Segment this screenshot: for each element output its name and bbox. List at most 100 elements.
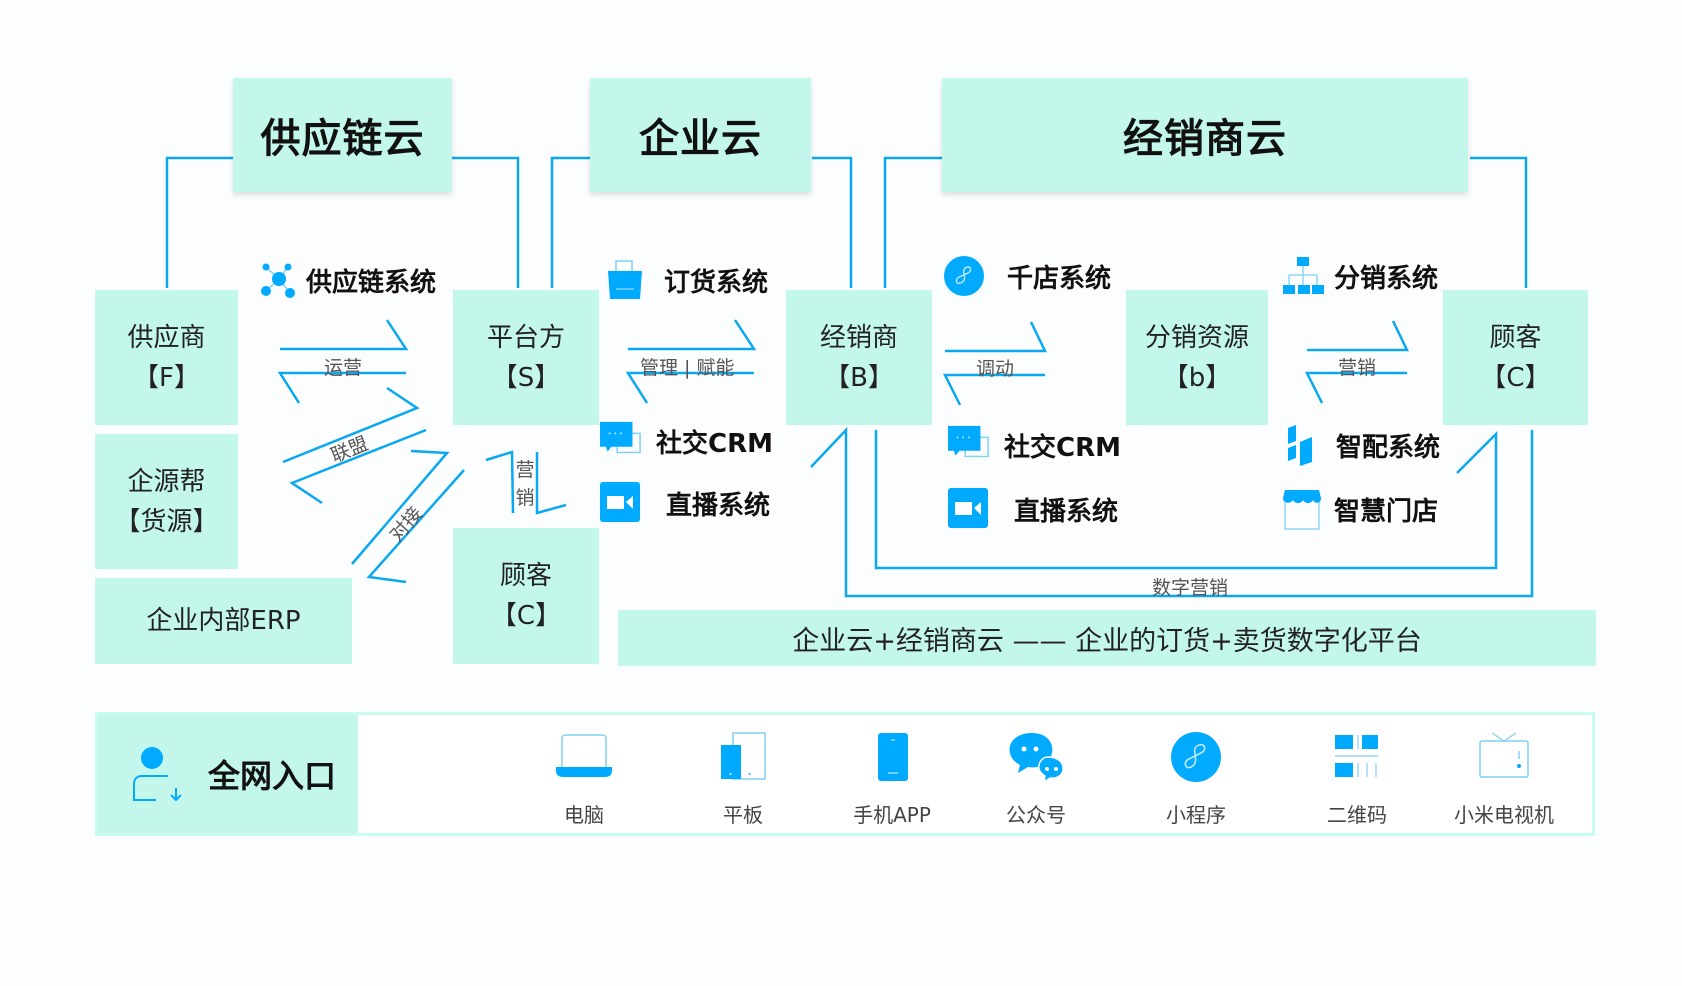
system-label: 社交CRM — [1004, 432, 1121, 463]
system-label: 直播系统 — [666, 490, 771, 521]
node-name: 分销资源 — [1144, 322, 1249, 353]
system-supply-chain: 供应链系统 — [258, 259, 436, 301]
user-download-icon — [133, 747, 182, 802]
channel-laptop[interactable]: 电脑 — [524, 729, 644, 828]
system-distribution: 分销系统 — [1282, 255, 1438, 297]
system-social-crm-2: 社交CRM — [948, 424, 1121, 466]
entry-title: 全网入口 — [208, 757, 337, 795]
node-tag: 【b】 — [1162, 362, 1232, 393]
system-label: 智慧门店 — [1334, 496, 1439, 527]
chat-bubbles-icon — [948, 425, 989, 458]
node-name: 顾客 — [499, 561, 552, 591]
phone-icon — [878, 733, 908, 781]
system-ordering: 订货系统 — [604, 259, 768, 301]
arrow-dispatch-right — [945, 321, 1047, 353]
system-label: 订货系统 — [664, 267, 769, 298]
system-label: 智配系统 — [1336, 432, 1441, 463]
chat-bubbles-icon — [600, 421, 641, 454]
channel-label: 平板 — [723, 803, 763, 827]
arrow-marketing-up — [485, 450, 515, 514]
system-smart-store: 智慧门店 — [1282, 488, 1438, 530]
flow-label-alliance: 联盟 — [327, 432, 372, 468]
node-name: 经销商 — [819, 322, 898, 353]
summary-banner: 企业云+经销商云 —— 企业的订货+卖货数字化平台 — [618, 610, 1596, 666]
node-tag: 【C】 — [1480, 362, 1551, 393]
video-camera-icon — [948, 488, 988, 528]
flow-char: 销 — [515, 487, 535, 509]
flow-char: 营 — [515, 459, 535, 481]
video-camera-icon — [600, 482, 640, 522]
bracket-enterprise — [550, 156, 594, 288]
flow-label-manage-empower: 管理 | 赋能 — [640, 357, 735, 379]
system-social-crm-1: 社交CRM — [600, 420, 773, 462]
smart-blocks-icon — [1288, 425, 1312, 466]
system-qiandian: 千店系统 — [943, 255, 1111, 297]
cloud-title: 供应链云 — [260, 116, 425, 162]
arrow-operate-right — [280, 319, 409, 351]
node-distributor: 经销商 【B】 — [786, 290, 932, 425]
arrow-manage-right — [628, 319, 757, 351]
org-tree-icon — [1283, 257, 1324, 294]
flow-label-digital-marketing: 数字营销 — [1152, 577, 1229, 599]
channel-qrcode[interactable]: 二维码 — [1297, 729, 1417, 828]
entry-bar: 全网入口 电脑 平板 手机APP 公众号 — [95, 712, 1595, 836]
node-erp: 企业内部ERP — [95, 578, 352, 664]
flow-label-dock: 对接 — [385, 502, 427, 547]
node-customer-right: 顾客 【C】 — [1443, 290, 1588, 425]
node-name: 企业内部ERP — [146, 606, 301, 636]
flow-label-marketing: 营销 — [1338, 357, 1377, 379]
system-label: 供应链系统 — [306, 267, 437, 298]
laptop-icon — [556, 734, 612, 777]
node-tag: 【货源】 — [114, 506, 219, 537]
channel-phone[interactable]: 手机APP — [832, 729, 952, 828]
node-tag: 【B】 — [824, 362, 894, 393]
system-live-2: 直播系统 — [948, 488, 1118, 530]
flow-label-marketing-vertical: 营 销 — [514, 456, 536, 512]
arrow-marketing-down — [535, 452, 567, 515]
system-smart-allocation: 智配系统 — [1284, 424, 1440, 466]
node-dist-resource: 分销资源 【b】 — [1126, 290, 1268, 425]
channel-label: 二维码 — [1327, 803, 1387, 827]
bracket-supply-chain — [165, 156, 236, 288]
cloud-distributor: 经销商云 — [942, 78, 1468, 192]
channel-label: 公众号 — [1006, 803, 1066, 827]
system-label: 分销系统 — [1334, 263, 1439, 294]
system-live-1: 直播系统 — [600, 482, 770, 524]
node-name: 顾客 — [1489, 322, 1542, 353]
node-customer-left: 顾客 【C】 — [453, 528, 599, 664]
node-name: 供应商 — [127, 322, 206, 353]
channel-wechat[interactable]: 公众号 — [976, 729, 1096, 828]
channel-label: 小米电视机 — [1454, 803, 1554, 827]
tv-icon — [1479, 732, 1529, 778]
flow-label-operate: 运营 — [324, 357, 363, 379]
tablet-icon — [721, 732, 766, 780]
mini-program-icon — [1171, 732, 1221, 782]
channel-label: 小程序 — [1166, 803, 1226, 827]
bracket-distributor-right — [1470, 156, 1528, 288]
storefront-icon — [1283, 490, 1321, 530]
channel-label: 电脑 — [564, 803, 604, 827]
arrow-marketing-right — [1307, 320, 1409, 352]
channel-tv[interactable]: 小米电视机 — [1444, 729, 1564, 828]
node-yuanbang: 企源帮 【货源】 — [95, 434, 238, 569]
qrcode-icon — [1335, 735, 1378, 777]
shopping-bag-icon — [608, 260, 642, 299]
cloud-enterprise: 企业云 — [590, 78, 811, 192]
cloud-title: 经销商云 — [1123, 116, 1287, 162]
bracket-supply-chain-right — [451, 156, 520, 288]
node-name: 企源帮 — [127, 466, 206, 497]
channel-tablet[interactable]: 平板 — [683, 729, 803, 828]
bracket-enterprise-right — [812, 156, 853, 288]
cloud-supply-chain: 供应链云 — [233, 78, 452, 192]
entry-header: 全网入口 — [98, 715, 358, 833]
system-label: 直播系统 — [1014, 496, 1119, 527]
node-platform: 平台方 【S】 — [453, 290, 599, 425]
cloud-title: 企业云 — [639, 116, 762, 162]
mini-program-icon — [944, 256, 984, 296]
node-tag: 【C】 — [490, 601, 562, 631]
channel-mini-program[interactable]: 小程序 — [1136, 729, 1256, 828]
channel-label: 手机APP — [853, 803, 931, 827]
node-tag: 【F】 — [133, 362, 200, 393]
network-nodes-icon — [261, 263, 295, 298]
node-tag: 【S】 — [491, 362, 561, 393]
